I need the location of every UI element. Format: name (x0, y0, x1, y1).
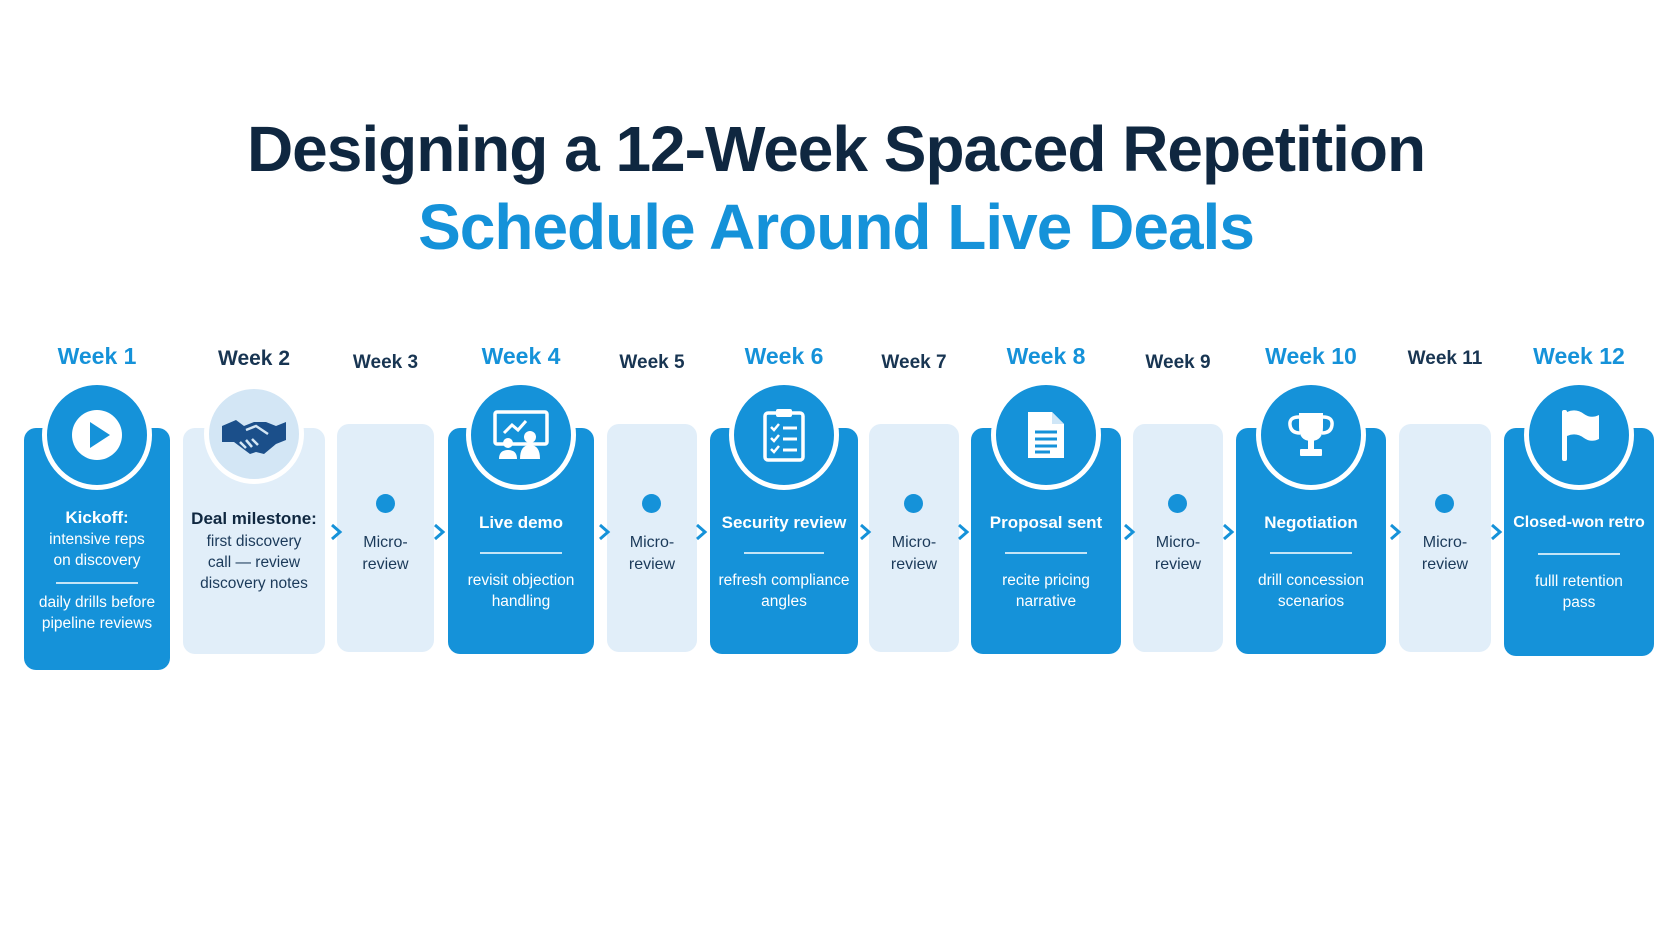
week-2-icon-circle (204, 384, 304, 484)
week-2-heading: Deal milestone: (191, 509, 317, 528)
chevron-right-icon (696, 523, 708, 541)
week-9-card: Micro-review (1133, 424, 1223, 652)
week-1-body: intensive reps on discovery (49, 531, 145, 569)
document-icon (1028, 412, 1064, 458)
week-10-heading: Negotiation (1264, 513, 1358, 532)
week-4-divider (480, 552, 562, 554)
week-2-label: Week 2 (218, 347, 290, 370)
presentation-icon (493, 410, 549, 459)
week-1-label: Week 1 (57, 343, 137, 369)
checklist-icon (763, 409, 805, 462)
chevron-right-icon (958, 523, 970, 541)
play-icon (72, 410, 122, 460)
week-10-body: drill concession scenarios (1258, 572, 1364, 610)
week-2-body: first discovery call — review discovery … (200, 533, 308, 592)
week-7-dot (904, 494, 923, 513)
chevron-right-icon (1491, 523, 1503, 541)
title-line-1: Designing a 12-Week Spaced Repetition (246, 113, 1426, 185)
chevron-right-icon (599, 523, 611, 541)
week-8-label: Week 8 (1006, 343, 1086, 369)
week-9-text: Micro-review (1154, 534, 1202, 573)
handshake-icon (222, 420, 286, 454)
chevron-right-icon (1223, 523, 1235, 541)
week-8-divider (1005, 552, 1087, 554)
week-9-label: Week 9 (1145, 352, 1211, 373)
week-6-body: refresh compliance angles (718, 572, 850, 610)
week-10-card: Negotiation drill concession scenarios (1236, 428, 1386, 654)
week-4-body: revisit objection handling (467, 572, 575, 610)
week-3-card: Micro-review (337, 424, 434, 652)
week-8-heading: Proposal sent (989, 513, 1103, 532)
week-5-card: Micro-review (607, 424, 697, 652)
week-1-body-2: daily drills before pipeline reviews (38, 594, 156, 632)
week-3-text: Micro-review (362, 534, 409, 573)
chevron-right-icon (331, 523, 343, 541)
week-4-label: Week 4 (481, 343, 561, 369)
chevron-right-icon (1390, 523, 1402, 541)
week-1-divider (56, 582, 138, 584)
week-8-icon-circle (991, 380, 1101, 490)
week-4-heading: Live demo (478, 513, 564, 532)
chevron-right-icon (434, 523, 446, 541)
week-6-divider (744, 552, 824, 554)
week-1-heading: Kickoff: (65, 508, 129, 527)
week-6-heading: Security review (721, 513, 847, 532)
week-12-icon-circle (1524, 380, 1634, 490)
week-10-label: Week 10 (1265, 343, 1357, 369)
trophy-icon (1288, 413, 1334, 456)
week-7-label: Week 7 (881, 352, 947, 373)
chevron-right-icon (860, 523, 872, 541)
week-3-dot (376, 494, 395, 513)
week-12-heading: Closed-won retro (1513, 514, 1645, 531)
week-11-label: Week 11 (1407, 348, 1483, 369)
week-6-icon-circle (729, 380, 839, 490)
week-5-text: Micro-review (628, 534, 676, 573)
week-11-card: Micro-review (1399, 424, 1491, 652)
week-10-divider (1270, 552, 1352, 554)
week-3-label: Week 3 (352, 352, 419, 373)
week-4-icon-circle (466, 380, 576, 490)
week-10-icon-circle (1256, 380, 1366, 490)
title-line-2: Schedule Around Live Deals (418, 191, 1255, 263)
week-7-card: Micro-review (869, 424, 959, 652)
week-12-body: fulll retention pass (1535, 573, 1623, 611)
week-5-dot (642, 494, 661, 513)
week-11-text: Micro-review (1421, 534, 1469, 573)
week-6-label: Week 6 (744, 343, 824, 369)
week-12-divider (1538, 553, 1620, 555)
week-8-body: recite pricing narrative (1002, 572, 1090, 610)
week-5-label: Week 5 (619, 352, 685, 373)
week-12-label: Week 12 (1533, 343, 1625, 369)
chevron-right-icon (1124, 523, 1136, 541)
week-9-dot (1168, 494, 1187, 513)
flag-icon (1562, 410, 1599, 461)
week-7-text: Micro-review (890, 534, 938, 573)
week-11-dot (1435, 494, 1454, 513)
week-1-icon-circle (42, 380, 152, 490)
week-8-card: Proposal sent recite pricing narrative (971, 428, 1121, 654)
